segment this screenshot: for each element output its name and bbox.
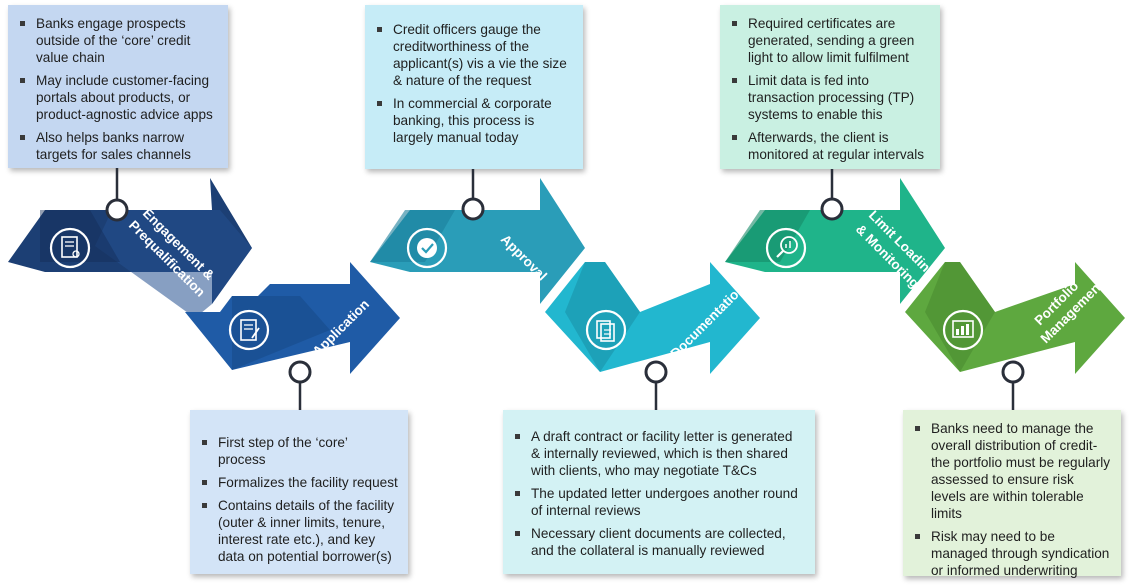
- bullet-item: Banks engage prospects outside of the ‘c…: [18, 15, 218, 66]
- stage-documentation: Documentation: [545, 262, 760, 374]
- application-description-box: First step of the ‘core’ process Formali…: [190, 410, 408, 574]
- connector-node: [1001, 360, 1025, 384]
- approval-description-box: Credit officers gauge the creditworthine…: [365, 5, 583, 169]
- bullet-item: Required certificates are generated, sen…: [730, 15, 930, 66]
- bullet-item: Contains details of the facility (outer …: [200, 497, 398, 565]
- connector-node: [288, 360, 312, 384]
- form-pen-icon: [228, 309, 270, 351]
- bullet-item: Also helps banks narrow targets for sale…: [18, 129, 218, 163]
- bullet-item: In commercial & corporate banking, this …: [375, 95, 573, 146]
- connector-node: [644, 360, 668, 384]
- magnifier-chart-icon: [765, 227, 807, 269]
- limit-loading-description-box: Required certificates are generated, sen…: [720, 5, 940, 169]
- stage-approval: Approval: [370, 178, 585, 304]
- connector-node: [820, 197, 844, 221]
- dashboard-icon: [942, 309, 984, 351]
- bullet-item: Banks need to manage the overall distrib…: [913, 420, 1111, 522]
- stage-portfolio-management: Portfolio Management: [905, 262, 1125, 374]
- bullet-item: Formalizes the facility request: [200, 474, 398, 491]
- bullet-item: Afterwards, the client is monitored at r…: [730, 129, 930, 163]
- bullet-item: Necessary client documents are collected…: [513, 525, 805, 559]
- portfolio-management-description-box: Banks need to manage the overall distrib…: [903, 410, 1121, 579]
- connector-lines: [115, 168, 1015, 410]
- document-seal-icon: [49, 227, 91, 269]
- bullet-item: Credit officers gauge the creditworthine…: [375, 21, 573, 89]
- stage-application: Application: [185, 262, 400, 374]
- bullet-item: Limit data is fed into transaction proce…: [730, 72, 930, 123]
- stage-engagement-prequalification: Engagement & Prequalification: [8, 178, 252, 318]
- documentation-description-box: A draft contract or facility letter is g…: [503, 410, 815, 574]
- bullet-item: May include customer-facing portals abou…: [18, 72, 218, 123]
- chevron-shape: [725, 178, 945, 304]
- bullet-item: Risk may need to be managed through synd…: [913, 528, 1111, 579]
- bullet-item: First step of the ‘core’ process: [200, 434, 398, 468]
- connector-node: [461, 197, 485, 221]
- engagement-description-box: Banks engage prospects outside of the ‘c…: [8, 5, 228, 168]
- bullet-item: The updated letter undergoes another rou…: [513, 485, 805, 519]
- connector-nodes: [105, 197, 1025, 384]
- chevron-shape: [370, 178, 585, 304]
- stage-limit-loading-monitoring: Limit Loading & Monitoring: [725, 178, 945, 304]
- check-badge-icon: [406, 227, 448, 269]
- bullet-item: A draft contract or facility letter is g…: [513, 428, 805, 479]
- connector-node: [105, 198, 129, 222]
- documents-icon: [585, 309, 627, 351]
